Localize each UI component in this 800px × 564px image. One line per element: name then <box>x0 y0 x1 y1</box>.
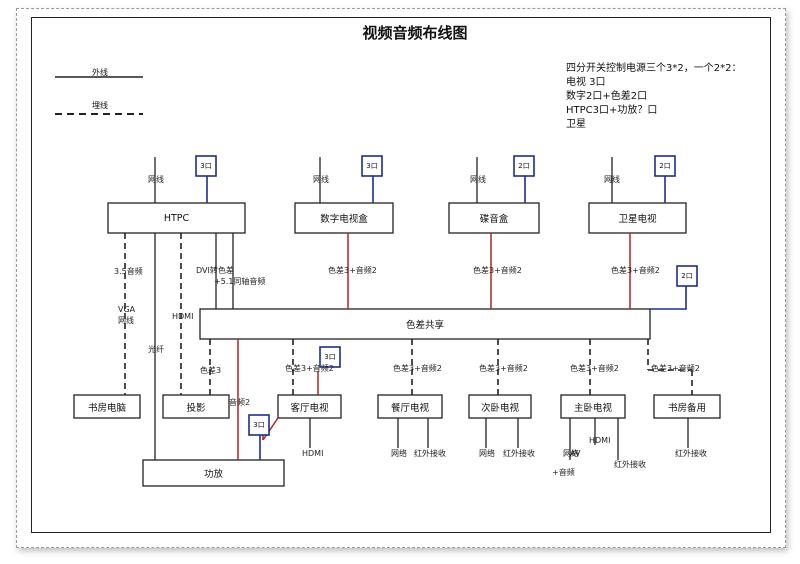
link-label: 色差3 <box>200 366 222 375</box>
socket-label: 2口 <box>659 162 671 170</box>
net-label: 网线 <box>470 175 486 184</box>
link-label: 网线 <box>118 316 134 325</box>
output-sub-label: 网络 <box>563 449 579 458</box>
source-box <box>294 202 394 234</box>
socket-box <box>676 265 698 287</box>
output-box <box>468 394 532 419</box>
amp-box <box>142 459 285 487</box>
output-box <box>377 394 443 419</box>
output-sub-label: 红外接收 <box>414 449 446 458</box>
source-box <box>588 202 687 234</box>
link-label: 3.5音频 <box>114 267 143 276</box>
source-box <box>448 202 540 234</box>
link-label: 色差3+音频2 <box>570 364 619 373</box>
source-box <box>107 202 246 234</box>
output-box <box>73 394 141 419</box>
source-label-disc: 碟音盒 <box>479 214 509 225</box>
net-label: 网线 <box>148 175 164 184</box>
link-label: 色差3+音频2 <box>473 266 522 275</box>
output-sub-label: 红外接收 <box>503 449 535 458</box>
output-sub-label: 网络 <box>479 449 495 458</box>
link-label: 色差3+音频2 <box>611 266 660 275</box>
note-line: 四分开关控制电源三个3*2，一个2*2： <box>566 63 742 74</box>
socket-label: 3口 <box>324 353 336 361</box>
net-label: 网线 <box>313 175 329 184</box>
output-sub-label: HDMI <box>589 436 611 445</box>
socket-box <box>319 346 341 368</box>
amp-label: 功放 <box>203 469 223 480</box>
notes-block: 四分开关控制电源三个3*2，一个2*2： 电视 3口 数字2口+色差2口 HTP… <box>566 62 741 132</box>
output-label: 餐厅电视 <box>390 402 429 414</box>
output-label: 书房电脑 <box>87 402 126 414</box>
link-label: 色差3+音频2 <box>328 266 377 275</box>
output-sub-label: 红外接收 <box>675 449 707 458</box>
socket-label: 3口 <box>253 421 265 429</box>
source-label-digital-tv: 数字电视盒 <box>320 214 368 225</box>
net-label: 网线 <box>604 175 620 184</box>
link-label: 光纤 <box>148 345 164 354</box>
socket-box <box>513 155 535 177</box>
output-label: 投影 <box>186 402 206 414</box>
switcher-label: 色差共享 <box>405 320 444 331</box>
output-box <box>162 394 230 419</box>
socket-label: 3口 <box>366 162 378 170</box>
source-label-satellite: 卫星电视 <box>618 214 657 225</box>
output-sub-label: HDMI <box>302 449 324 458</box>
link-label: HDMI <box>172 312 194 321</box>
output-label: 主卧电视 <box>573 402 612 414</box>
output-sub-label: +音频 <box>552 468 575 477</box>
diagram-border <box>31 17 771 533</box>
link-label: 音频2 <box>229 398 251 407</box>
legend-solid-label: 外线 <box>92 68 108 77</box>
note-line: 数字2口+色差2口 <box>566 91 648 102</box>
link-label: 色差3+音频2 <box>393 364 442 373</box>
note-line: 卫星 <box>566 119 586 130</box>
source-label-htpc: HTPC <box>163 212 190 224</box>
link-label: +5.1同轴音频 <box>214 277 266 286</box>
diagram-title: 视频音频布线图 <box>362 24 468 42</box>
note-line: 电视 3口 <box>566 77 606 88</box>
output-label: 次卧电视 <box>480 402 519 414</box>
link-label: VGA <box>118 305 136 314</box>
socket-label: 2口 <box>518 162 530 170</box>
legend-dashed-label: 埋线 <box>92 101 108 110</box>
socket-box <box>195 155 217 177</box>
note-line: HTPC3口+功放？口 <box>566 105 658 116</box>
link-label: 色差3+音频2 <box>479 364 528 373</box>
output-box <box>560 394 626 419</box>
link-label: 色差3+音频2 <box>285 364 334 373</box>
socket-box <box>654 155 676 177</box>
socket-label: 2口 <box>681 272 693 280</box>
output-sub-label: AV <box>570 449 581 458</box>
switcher-box <box>199 308 651 340</box>
output-sub-label: 红外接收 <box>614 460 646 469</box>
output-label: 书房备用 <box>667 402 706 414</box>
output-sub-label: 网络 <box>391 449 407 458</box>
output-box <box>653 394 721 419</box>
socket-label: 3口 <box>200 162 212 170</box>
link-label: DVI转色差 <box>196 266 234 275</box>
socket-box <box>248 414 270 436</box>
output-label: 客厅电视 <box>290 402 329 414</box>
socket-box <box>361 155 383 177</box>
link-label: 色差3+音频2 <box>651 364 700 373</box>
diagram-frame <box>16 8 786 548</box>
